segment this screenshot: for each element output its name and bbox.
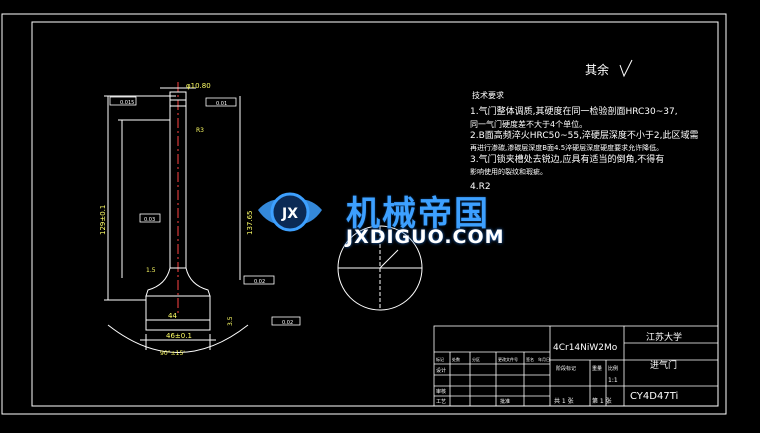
tol-value-3: 0.03 bbox=[144, 217, 155, 223]
tb-weight-label: 重量 bbox=[592, 365, 602, 372]
tb-row-mark: 标记 bbox=[436, 356, 444, 362]
tb-row-date: 年月日 bbox=[538, 356, 550, 362]
title-block bbox=[433, 325, 719, 407]
tech-req-line-3: 2.B面高频淬火HRC50~55,淬硬层深度不小于2,此区域需 bbox=[470, 129, 699, 141]
dim-head-dia: 46±0.1 bbox=[166, 332, 192, 340]
sheet-outer-frame bbox=[1, 13, 727, 415]
tech-requirements: 技术要求 1.气门整体调质,其硬度在同一检验剖面HRC30~37, 同一气门硬度… bbox=[470, 90, 699, 192]
tol-frame-2 bbox=[205, 97, 237, 107]
title-block-frame bbox=[433, 325, 719, 407]
dim-total-length: 129±0.1 bbox=[99, 205, 107, 235]
tb-row-count: 处数 bbox=[452, 356, 460, 362]
tb-sheet-no: 第 1 张 bbox=[592, 397, 612, 405]
tol-value-5: 0.02 bbox=[282, 320, 293, 326]
title-block-text: 4Cr14NiW2Mo 江苏大学 进气门 CY4D47Ti 1:1 共 1 张 … bbox=[436, 331, 682, 405]
dimension-labels: φ10.80 129±0.1 137.65 44 46±0.1 3.5 90°±… bbox=[99, 82, 254, 357]
tb-role-design: 设计 bbox=[436, 367, 446, 374]
valve-head bbox=[145, 295, 211, 331]
tech-req-line-1: 1.气门整体调质,其硬度在同一检验剖面HRC30~37, bbox=[470, 105, 678, 117]
tb-role-review: 审核 bbox=[436, 388, 446, 395]
tb-stage-label: 阶段标记 bbox=[556, 365, 576, 372]
roughness-symbol-icon bbox=[619, 59, 633, 78]
finish-note: 其余 bbox=[585, 62, 609, 77]
tech-req-line-2: 同一气门硬度差不大于4个单位。 bbox=[470, 119, 587, 129]
dim-head-height: 3.5 bbox=[227, 316, 234, 326]
tb-scale-label: 比例 bbox=[608, 365, 618, 372]
watermark-logo-icon: JX bbox=[258, 192, 322, 232]
detail-view bbox=[337, 225, 423, 311]
dim-top-dia: φ10.80 bbox=[186, 82, 211, 90]
tb-sheet-total: 共 1 张 bbox=[554, 397, 574, 405]
tb-approve-label: 批准 bbox=[500, 398, 510, 405]
tol-frame-4 bbox=[243, 275, 275, 285]
tb-school: 江苏大学 bbox=[646, 331, 682, 343]
tolerance-frames bbox=[109, 96, 301, 326]
tb-scale: 1:1 bbox=[608, 377, 618, 384]
tech-req-line-5: 3.气门锁夹槽处去锐边,应具有适当的倒角,不得有 bbox=[470, 153, 664, 165]
tech-req-line-7: 4.R2 bbox=[470, 182, 491, 192]
tb-part-name: 进气门 bbox=[650, 359, 677, 371]
tb-role-process: 工艺 bbox=[436, 399, 446, 405]
valve-stem bbox=[169, 91, 187, 269]
tol-frame-3 bbox=[139, 213, 161, 223]
dim-head-width: 44 bbox=[168, 312, 177, 320]
dim-right-length: 137.65 bbox=[246, 211, 254, 236]
tb-material: 4Cr14NiW2Mo bbox=[553, 343, 618, 353]
tb-row-zone: 分区 bbox=[472, 356, 480, 362]
dim-radius: R3 bbox=[196, 127, 204, 134]
watermark-badge-text: JX bbox=[281, 206, 298, 222]
dim-groove: 1.5 bbox=[146, 267, 156, 274]
detail-leader bbox=[379, 249, 399, 269]
tolerance-values: 0.015 0.01 0.03 0.02 0.02 bbox=[120, 100, 293, 326]
dim-seat-angle: 90°±15' bbox=[160, 350, 185, 357]
valve-drawing bbox=[104, 82, 249, 353]
valve-face-arc bbox=[107, 324, 249, 353]
tol-value-2: 0.01 bbox=[216, 101, 227, 107]
tb-drawing-no: CY4D47Ti bbox=[630, 391, 678, 402]
tech-req-line-4: 再进行渗碳,渗碳层深度B面4.5淬硬层深度硬度要求允许降低。 bbox=[470, 143, 663, 152]
tol-value-1: 0.015 bbox=[120, 100, 134, 106]
tb-row-sign: 签名 bbox=[526, 356, 534, 362]
tol-value-4: 0.02 bbox=[254, 279, 265, 285]
tech-req-line-6: 影响使用的裂纹和瑕疵。 bbox=[470, 167, 547, 176]
tol-frame-5 bbox=[271, 316, 301, 326]
tol-frame-1 bbox=[109, 96, 137, 106]
tech-req-title: 技术要求 bbox=[472, 90, 504, 100]
tb-row-file: 更改文件号 bbox=[498, 356, 518, 362]
sheet-inner-frame bbox=[31, 21, 719, 407]
